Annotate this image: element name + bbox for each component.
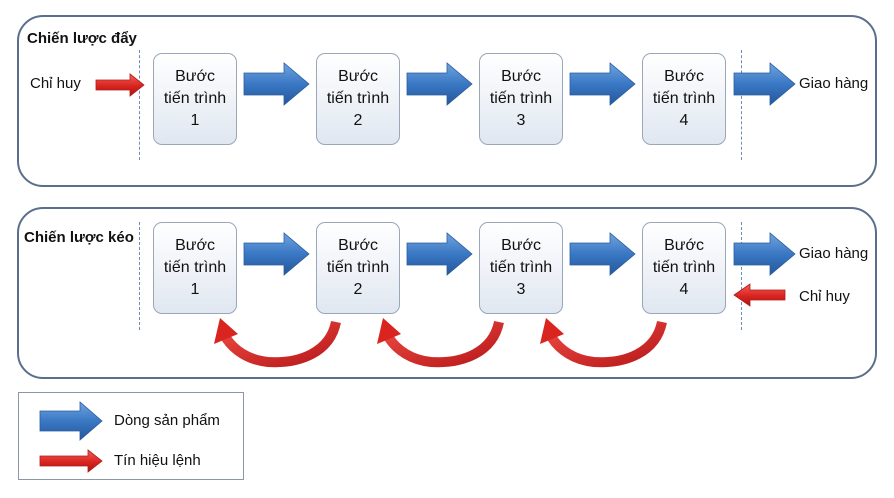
pull-flow-arrow-icon xyxy=(406,232,473,276)
push-command-arrow-icon xyxy=(95,73,145,97)
step-word: Bước xyxy=(501,237,541,254)
pull-end-divider xyxy=(741,222,742,330)
pull-start-divider xyxy=(139,222,140,330)
step-number: 4 xyxy=(679,281,689,298)
pull-delivery-arrow-icon xyxy=(733,232,796,276)
step-word: Bước xyxy=(175,237,215,254)
legend-order-signal-arrow-icon xyxy=(39,449,103,473)
step-process: tiến trình xyxy=(326,259,390,276)
legend-product-flow-arrow-icon xyxy=(39,401,103,441)
step-word: Bước xyxy=(664,237,704,254)
pull-delivery-label: Giao hàng xyxy=(799,245,869,262)
pull-flow-arrow-icon xyxy=(243,232,310,276)
step-process: tiến trình xyxy=(326,90,390,107)
legend-product-flow-label: Dòng sản phẩm xyxy=(114,412,220,429)
step-process: tiến trình xyxy=(489,259,553,276)
step-number: 2 xyxy=(353,112,363,129)
push-step-3: Bước tiến trình 3 xyxy=(479,53,563,145)
step-process: tiến trình xyxy=(489,90,553,107)
order-signal-arc-icon xyxy=(214,318,341,368)
step-word: Bước xyxy=(501,68,541,85)
step-word: Bước xyxy=(664,68,704,85)
push-end-divider xyxy=(741,50,742,160)
step-number: 2 xyxy=(353,281,363,298)
pull-step-3: Bước tiến trình 3 xyxy=(479,222,563,314)
push-step-4: Bước tiến trình 4 xyxy=(642,53,726,145)
step-number: 3 xyxy=(516,281,526,298)
step-process: tiến trình xyxy=(163,90,227,107)
step-process: tiến trình xyxy=(652,259,716,276)
pull-flow-arrow-icon xyxy=(569,232,636,276)
order-signal-arc-icon xyxy=(377,318,504,368)
pull-command-arrow-icon xyxy=(733,283,786,307)
push-delivery-label: Giao hàng xyxy=(799,75,869,92)
legend-order-signal-label: Tín hiệu lệnh xyxy=(114,452,201,469)
step-word: Bước xyxy=(338,68,378,85)
push-delivery-arrow-icon xyxy=(733,62,796,106)
step-number: 4 xyxy=(679,112,689,129)
step-process: tiến trình xyxy=(652,90,716,107)
step-word: Bước xyxy=(175,68,215,85)
step-number: 1 xyxy=(190,112,200,129)
push-flow-arrow-icon xyxy=(406,62,473,106)
pull-step-2: Bước tiến trình 2 xyxy=(316,222,400,314)
push-flow-arrow-icon xyxy=(243,62,310,106)
push-strategy-title: Chiến lược đẩy xyxy=(27,30,137,47)
push-start-divider xyxy=(139,50,140,160)
push-command-label: Chỉ huy xyxy=(30,75,81,92)
step-word: Bước xyxy=(338,237,378,254)
order-signal-arc-icon xyxy=(540,318,667,368)
pull-step-4: Bước tiến trình 4 xyxy=(642,222,726,314)
step-number: 3 xyxy=(516,112,526,129)
step-process: tiến trình xyxy=(163,259,227,276)
step-number: 1 xyxy=(190,281,200,298)
push-step-2: Bước tiến trình 2 xyxy=(316,53,400,145)
push-step-1: Bước tiến trình 1 xyxy=(153,53,237,145)
push-flow-arrow-icon xyxy=(569,62,636,106)
pull-command-label: Chỉ huy xyxy=(799,288,850,305)
pull-strategy-title: Chiến lược kéo xyxy=(24,229,134,246)
pull-step-1: Bước tiến trình 1 xyxy=(153,222,237,314)
